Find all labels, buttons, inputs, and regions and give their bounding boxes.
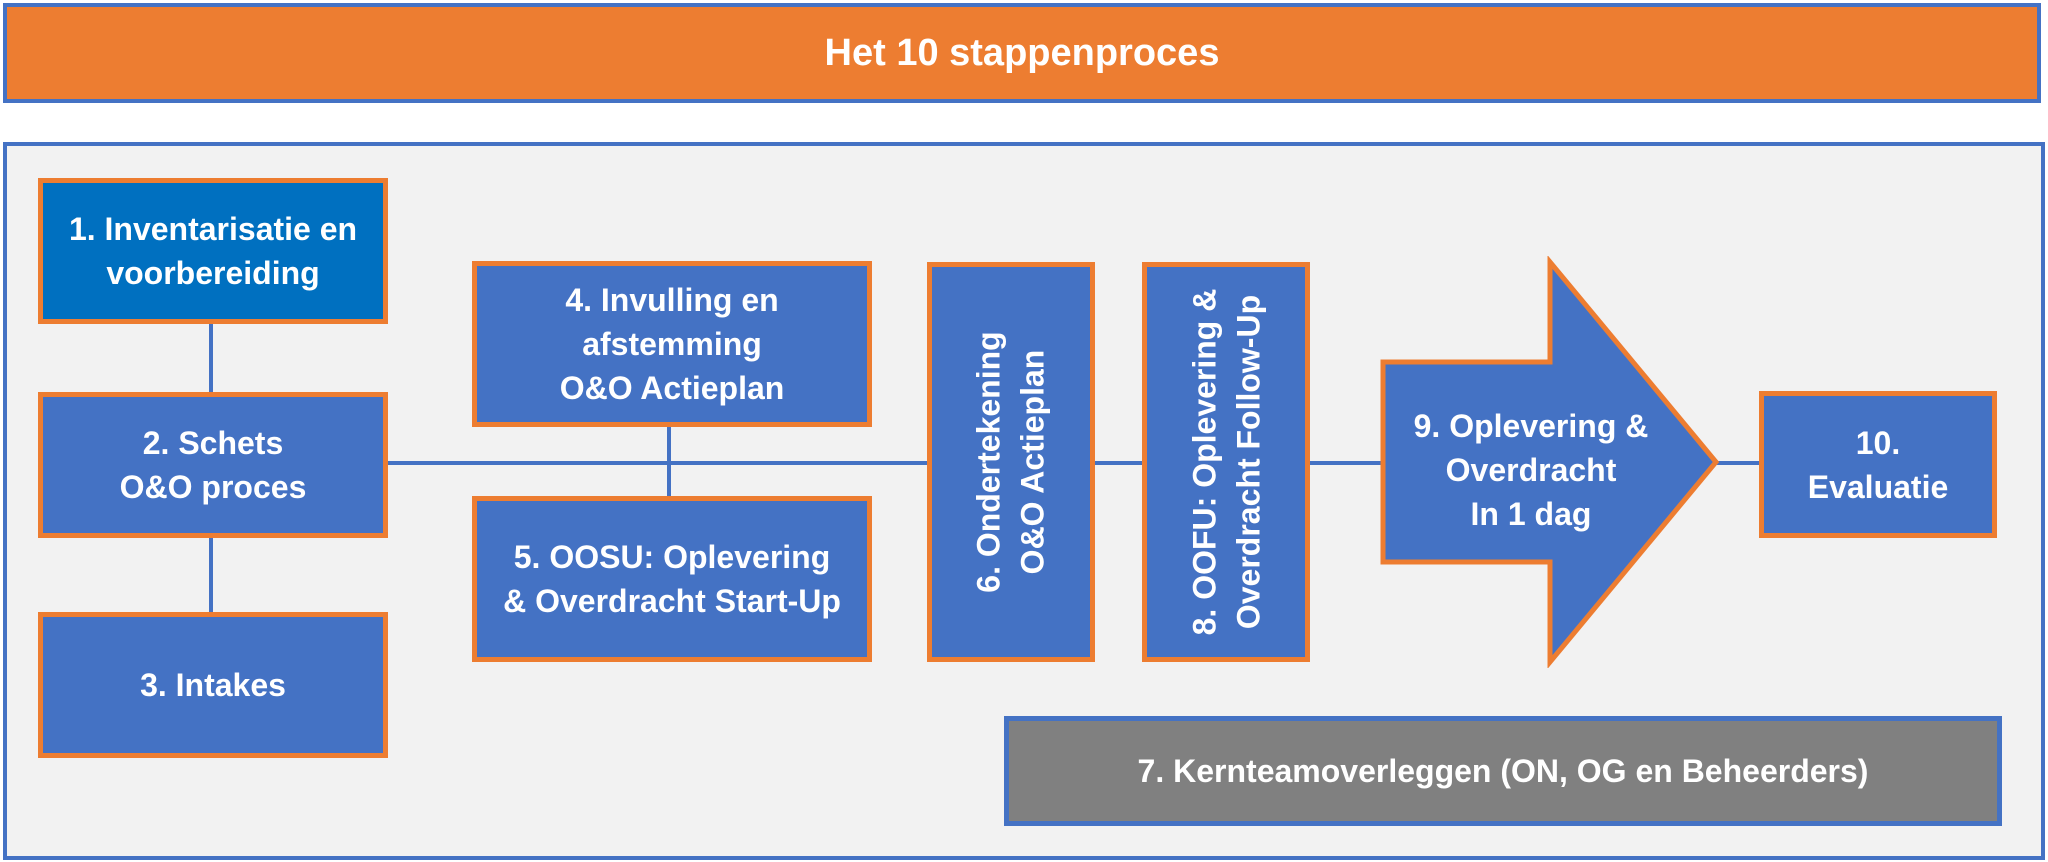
step-10-box: 10. Evaluatie <box>1759 391 1997 538</box>
title-banner: Het 10 stappenproces <box>3 3 2041 103</box>
step-3-label: 3. Intakes <box>140 667 286 703</box>
step-2-label: 2. Schets O&O proces <box>119 425 307 505</box>
step-8-box: 8. OOFU: Oplevering & Overdracht Follow-… <box>1142 262 1310 662</box>
step-6-label: 6. Ondertekening O&O Actieplan <box>971 331 1052 593</box>
connector-1-2 <box>209 322 213 394</box>
step-2-box: 2. Schets O&O proces <box>38 392 388 538</box>
step-3-box: 3. Intakes <box>38 612 388 758</box>
step-9-arrow-shape <box>1380 256 1720 668</box>
connector-4-5 <box>667 426 671 498</box>
title-text: Het 10 stappenproces <box>824 31 1220 74</box>
step-8-label: 8. OOFU: Oplevering & Overdracht Follow-… <box>1186 288 1266 636</box>
step-1-box: 1. Inventarisatie en voorbereiding <box>38 178 388 324</box>
step-9-arrow <box>1380 256 1720 668</box>
step-7-label: 7. Kernteamoverleggen (ON, OG en Beheerd… <box>1137 753 1869 789</box>
connector-2-3 <box>209 536 213 614</box>
step-4-box: 4. Invulling en afstemming O&O Actieplan <box>472 261 872 427</box>
step-5-label: 5. OOSU: Oplevering & Overdracht Start-U… <box>503 539 841 619</box>
step-9-label: 9. Oplevering & Overdracht In 1 dag <box>1413 408 1649 532</box>
step-9-label-box: 9. Oplevering & Overdracht In 1 dag <box>1396 400 1666 540</box>
step-5-box: 5. OOSU: Oplevering & Overdracht Start-U… <box>472 496 872 662</box>
step-4-label: 4. Invulling en afstemming O&O Actieplan <box>559 282 785 406</box>
step-1-label: 1. Inventarisatie en voorbereiding <box>68 211 358 291</box>
step-10-label: 10. Evaluatie <box>1807 424 1949 505</box>
step-7-box: 7. Kernteamoverleggen (ON, OG en Beheerd… <box>1004 716 2002 826</box>
step-6-box: 6. Ondertekening O&O Actieplan <box>927 262 1095 662</box>
